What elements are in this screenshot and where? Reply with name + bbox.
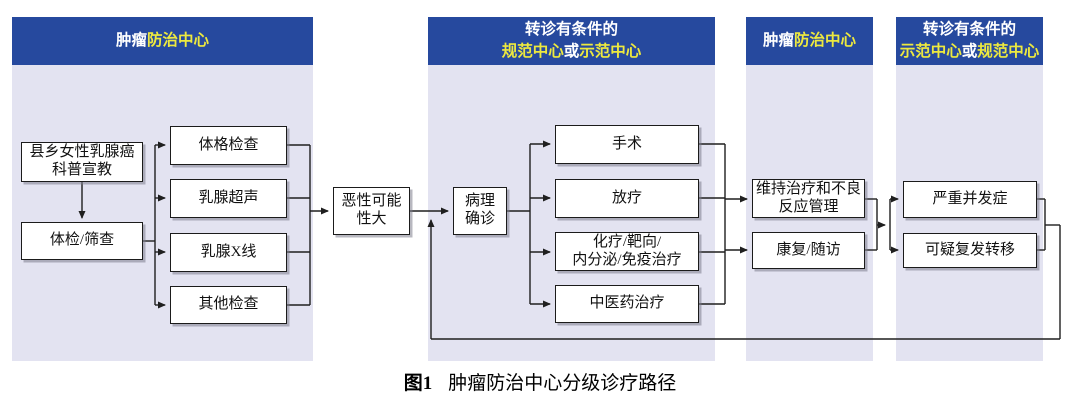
panel-header-line: 肿瘤防治中心 — [763, 30, 856, 52]
box-mammography: 乳腺X线 — [170, 233, 287, 272]
header-text: 或 — [563, 43, 580, 60]
panel-header: 转诊有条件的 示范中心或规范中心 — [896, 17, 1043, 65]
box-surgery: 手术 — [555, 125, 699, 164]
figure-caption-label: 图1 — [403, 373, 433, 394]
header-text: 转诊有条件的 — [922, 21, 1016, 38]
box-tcm-therapy: 中医药治疗 — [555, 285, 699, 323]
header-text-accent: 规范中心 — [977, 43, 1040, 60]
header-text-accent: 防治中心 — [147, 32, 210, 49]
header-text-accent: 规范中心 — [501, 43, 564, 60]
box-severe-complications: 严重并发症 — [903, 181, 1037, 218]
panel-header-line: 肿瘤防治中心 — [116, 30, 209, 52]
box-maintenance: 维持治疗和不良 反应管理 — [752, 179, 865, 218]
box-screening: 体检/筛查 — [21, 222, 143, 260]
box-physical-exam: 体格检查 — [170, 126, 287, 165]
panel-header-line: 规范中心或示范中心 — [502, 41, 642, 63]
header-text: 肿瘤 — [115, 32, 147, 49]
box-systemic-therapy: 化疗/靶向/ 内分泌/免疫治疗 — [555, 232, 699, 271]
figure-caption-text: 肿瘤防治中心分级诊疗路径 — [448, 373, 677, 394]
header-text: 转诊有条件的 — [524, 21, 618, 38]
box-radiotherapy: 放疗 — [555, 179, 699, 218]
header-text: 或 — [961, 43, 978, 60]
header-text-accent: 防治中心 — [794, 32, 857, 49]
figure-caption: 图1 肿瘤防治中心分级诊疗路径 — [0, 368, 1080, 395]
header-text-accent: 示范中心 — [579, 43, 642, 60]
header-text-accent: 示范中心 — [899, 43, 962, 60]
panel-header-line: 转诊有条件的 — [923, 19, 1016, 41]
box-other-exams: 其他检查 — [170, 286, 287, 324]
box-high-malignancy: 恶性可能 性大 — [333, 187, 410, 235]
box-outreach: 县乡女性乳腺癌 科普宣教 — [21, 142, 143, 182]
box-suspected-recurrence: 可疑复发转移 — [903, 233, 1037, 268]
panel-header: 肿瘤防治中心 — [12, 17, 313, 65]
box-pathology-confirm: 病理 确诊 — [453, 187, 507, 235]
panel-header-line: 转诊有条件的 — [525, 19, 618, 41]
panel-header: 转诊有条件的 规范中心或示范中心 — [428, 17, 715, 65]
panel-header-line: 示范中心或规范中心 — [900, 41, 1040, 63]
panel-header: 肿瘤防治中心 — [746, 17, 873, 65]
header-text: 肿瘤 — [762, 32, 794, 49]
box-breast-ultrasound: 乳腺超声 — [170, 179, 287, 218]
box-rehab-followup: 康复/随访 — [752, 232, 865, 269]
